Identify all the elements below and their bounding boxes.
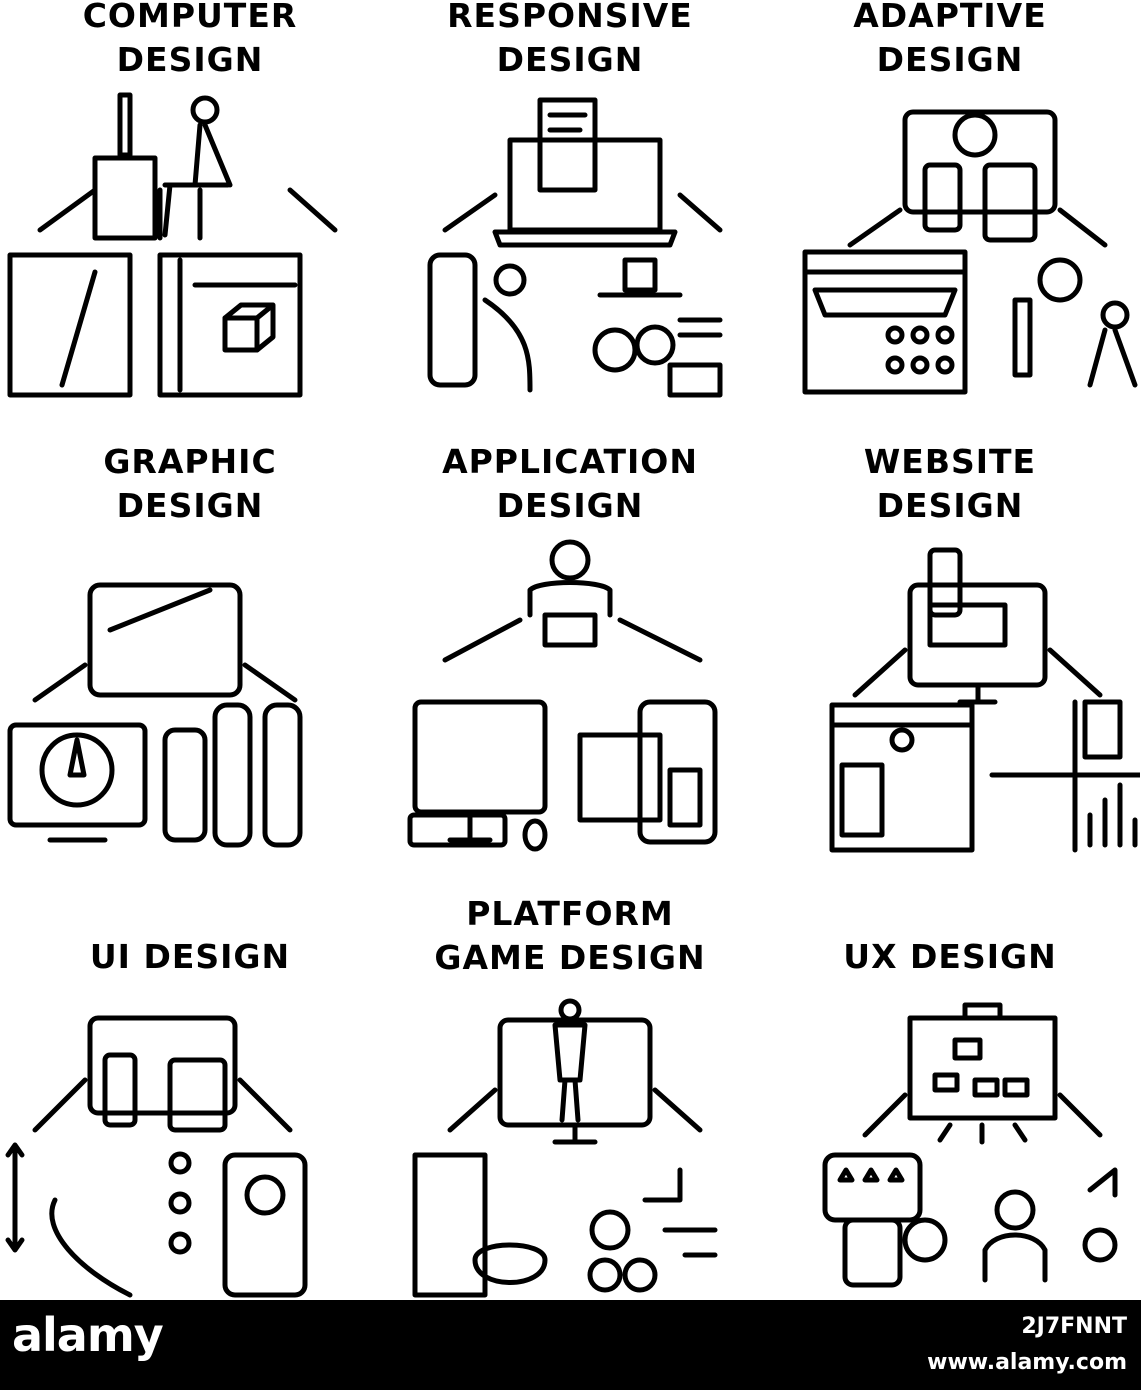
responsive-design-icon [427, 97, 723, 398]
tile-adaptive-design: ADAPTIVE DESIGN [760, 0, 1140, 440]
watermark-url: www.alamy.com [927, 1350, 1127, 1375]
tile-title: PLATFORM GAME DESIGN [434, 894, 706, 977]
tile-title: WEBSITE DESIGN [863, 442, 1037, 525]
tile-title: RESPONSIVE DESIGN [447, 0, 693, 79]
image-id: 2J7FNNT [1021, 1314, 1127, 1339]
tile-ux-design: UX DESIGN [760, 880, 1140, 1320]
platform-game-design-icon [412, 998, 718, 1298]
tile-title: APPLICATION DESIGN [442, 442, 698, 525]
tile-graphic-design: GRAPHIC DESIGN [0, 440, 380, 880]
tile-title: ADAPTIVE DESIGN [853, 0, 1047, 79]
tile-platform-game-design: PLATFORM GAME DESIGN [380, 880, 760, 1320]
adaptive-design-icon [802, 109, 1138, 395]
tile-title: UX DESIGN [843, 937, 1057, 976]
tile-title: GRAPHIC DESIGN [103, 442, 277, 525]
website-design-icon [829, 547, 1140, 853]
watermark-bar: alamy 2J7FNNT www.alamy.com [0, 1300, 1141, 1390]
watermark-logo: alamy [12, 1308, 164, 1362]
graphic-design-icon [7, 582, 303, 848]
tile-title: COMPUTER DESIGN [82, 0, 298, 79]
tile-ui-design: UI DESIGN [0, 880, 380, 1320]
tile-computer-design: COMPUTER DESIGN [0, 0, 380, 440]
ui-design-icon [5, 1015, 308, 1298]
ux-design-icon [822, 1002, 1118, 1288]
tile-application-design: APPLICATION DESIGN [380, 440, 760, 880]
tile-title: UI DESIGN [89, 937, 291, 976]
computer-design-icon [7, 92, 338, 398]
tile-responsive-design: RESPONSIVE DESIGN [380, 0, 760, 440]
application-design-icon [407, 539, 718, 852]
tile-website-design: WEBSITE DESIGN [760, 440, 1140, 880]
